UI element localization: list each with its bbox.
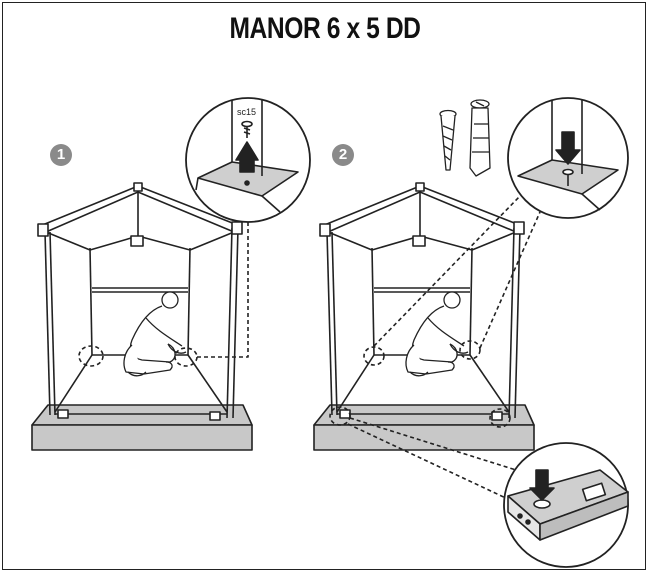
step-2-worker-figure xyxy=(405,291,469,377)
step-2-badge: 2 xyxy=(332,144,354,166)
step-1-magnifier xyxy=(185,97,311,223)
step-1-worker-figure xyxy=(123,291,187,377)
step-2-magnifier-bottom xyxy=(503,442,629,568)
step-2-shed-frame xyxy=(319,182,525,421)
screw-part-label: sc15 xyxy=(237,107,257,117)
step-2-screw-and-anchor xyxy=(439,99,491,177)
step-1-detail-markers xyxy=(78,195,249,367)
step-2-magnifier-top xyxy=(507,97,629,219)
step-1-shed-base xyxy=(31,404,253,451)
step-2-shed-base xyxy=(313,404,535,451)
step-1-badge: 1 xyxy=(50,144,72,166)
step-1-shed-frame xyxy=(37,182,243,421)
step-2-detail-markers xyxy=(329,195,541,501)
diagram-title: MANOR 6 x 5 DD xyxy=(229,12,421,45)
